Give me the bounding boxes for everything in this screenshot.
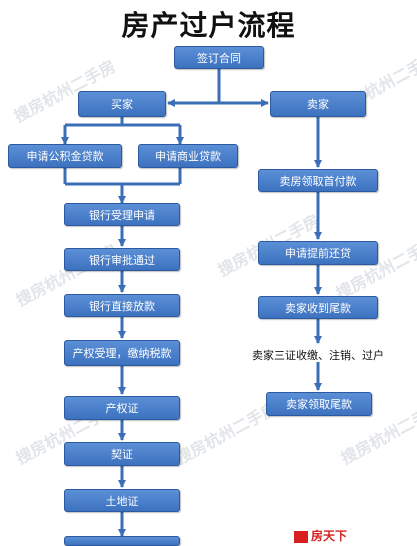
node-early-repayment: 申请提前还贷 [258,241,378,265]
page-title: 房产过户流程 [121,9,296,42]
node-seller-final-payment: 卖家收到尾款 [258,296,378,319]
node-bank-accept: 银行受理申请 [64,203,180,226]
node-bank-approve: 银行审批通过 [64,248,180,271]
node-title-transfer: 产权受理，缴纳税款 [64,340,180,366]
brand-mark-icon [294,530,308,543]
node-sign-contract: 签订合同 [174,46,264,69]
node-provident-loan: 申请公积金贷款 [8,144,122,168]
node-seller-cert-steps: 卖家三证收缴、注销、过户 [252,349,384,362]
node-commercial-loan: 申请商业贷款 [138,144,238,168]
node-buyer: 买家 [78,91,166,117]
node-property-cert: 产权证 [64,396,180,420]
node-next-step [64,536,180,546]
node-bank-disburse: 银行直接放款 [64,294,180,317]
brand-text: 房天下 [311,529,348,543]
node-seller-collect-final: 卖家领取尾款 [266,392,372,416]
node-seller-down-payment: 卖房领取首付款 [258,169,378,192]
brand-logo: 房天下 [294,527,347,544]
node-land-cert: 土地证 [64,489,180,512]
node-seller: 卖家 [270,91,366,117]
node-deed-tax-cert: 契证 [64,442,180,466]
